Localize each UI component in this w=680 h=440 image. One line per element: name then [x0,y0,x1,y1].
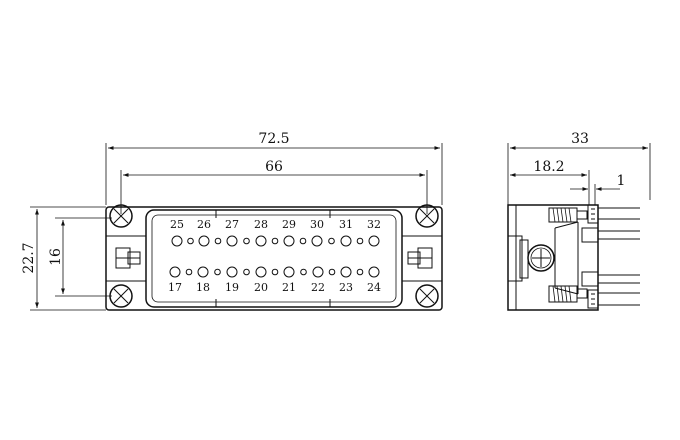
mounting-screw-bottom-right [415,284,439,308]
contact-pin [226,235,238,247]
pin-labels-top: 25 26 27 28 29 30 31 32 [170,218,381,231]
contact-pin [198,235,210,247]
contact-pin [169,266,181,278]
contact-pin [255,266,267,278]
left-clamp [115,247,141,269]
contact-pin-small [299,237,307,245]
right-clamp [407,247,433,269]
pin-label: 17 [168,281,182,294]
contact-pin [197,266,209,278]
contact-pin [340,266,352,278]
side-terminal-bottom [548,285,588,303]
contact-pin [283,235,295,247]
contact-pin [226,266,238,278]
pin-label: 25 [170,218,184,231]
front-view: 25 26 27 28 29 30 31 32 17 18 19 20 21 2… [21,131,443,311]
side-contact-middle [581,227,640,287]
pin-label: 32 [367,218,381,231]
contact-pin-small [300,268,307,276]
pin-label: 26 [197,218,211,231]
dimension-mounting-width: 66 [120,159,428,214]
side-contact-top [587,204,640,224]
contact-pin [255,235,267,247]
pin-label: 24 [367,281,381,294]
pin-label: 19 [225,281,239,294]
side-center-screw [527,244,555,272]
contact-pins [169,235,380,278]
dimension-inner-height: 16 [48,217,112,297]
pin-label: 20 [254,281,268,294]
insert-inner-edge [151,214,397,303]
housing-outline [105,206,443,311]
contact-pin-small [243,237,250,245]
side-view: 33 18.2 1 [507,131,651,311]
pin-label: 28 [254,218,268,231]
side-contact-bottom [587,289,640,309]
pin-label: 27 [225,218,239,231]
dimension-label: 22.7 [21,242,37,273]
pin-label: 22 [311,281,325,294]
dimension-side-partial: 18.2 [510,159,590,205]
side-terminal-top [548,207,588,223]
dimension-label: 33 [571,131,589,147]
contact-pin-small [271,237,279,245]
contact-pin-small [356,268,364,276]
contact-pin-small [214,268,221,276]
contact-pin [312,266,324,278]
mounting-screw-bottom-left [109,284,133,308]
dimension-side-depth: 33 [507,131,651,205]
pin-label: 29 [282,218,296,231]
pin-label: 21 [282,281,296,294]
dimension-label: 18.2 [533,159,564,175]
dimension-overall-width: 72.5 [105,131,443,205]
contact-pin-small [187,237,194,245]
dimension-overall-height: 22.7 [21,206,106,311]
contact-pin-small [328,268,336,276]
contact-pin [368,235,380,247]
contact-pin-small [271,268,279,276]
contact-pin [368,266,380,278]
contact-pin [311,235,323,247]
dimension-label: 66 [265,159,283,175]
pin-label: 18 [196,281,210,294]
pin-label: 31 [339,218,353,231]
contact-pin [340,235,352,247]
insert-body [145,209,403,308]
contact-pin-small [328,237,335,245]
pin-label: 23 [339,281,353,294]
contact-pin [283,266,295,278]
contact-pin-small [243,268,250,276]
dimension-side-gap: 1 [570,173,625,205]
dimension-label: 1 [617,173,626,189]
pin-labels-bottom: 17 18 19 20 21 22 23 24 [168,281,381,294]
contact-pin-small [185,268,193,276]
contact-pin-small [356,237,364,245]
contact-pin [171,235,183,247]
dimension-label: 16 [48,248,64,266]
contact-pin-small [214,237,222,245]
pin-label: 30 [310,218,324,231]
dimension-label: 72.5 [258,131,289,147]
